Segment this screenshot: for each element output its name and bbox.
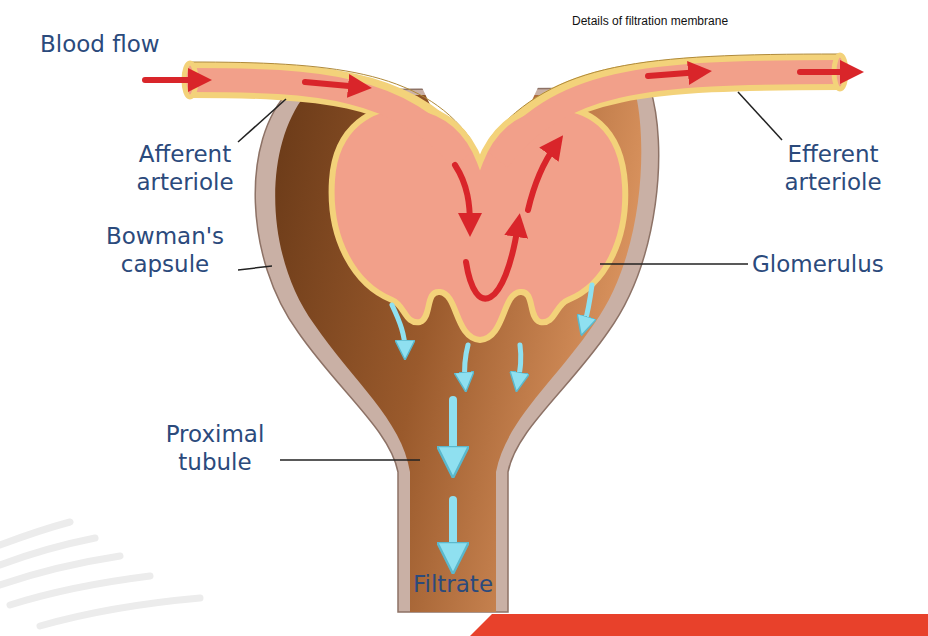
blood-flow-arrow — [145, 72, 852, 299]
part-label: Glomerulus — [752, 250, 922, 278]
footer-bar — [470, 614, 928, 636]
capsule-cavity — [275, 95, 641, 612]
leader-line — [238, 92, 782, 460]
part-label: Afferent arteriole — [100, 140, 270, 196]
part-label: Proximal tubule — [140, 420, 290, 476]
filtrate-arrow — [392, 285, 592, 382]
glomerulus-capillary — [332, 107, 626, 340]
part-label: Efferent arteriole — [748, 140, 918, 196]
output-label: Filtrate — [383, 570, 523, 598]
bowmans-capsule-outer — [255, 88, 658, 612]
part-label: Bowman's capsule — [80, 222, 250, 278]
flow-label: Blood flow — [40, 30, 190, 58]
filtrate-arrow — [449, 400, 457, 558]
diagram-title: Details of filtration membrane — [572, 14, 728, 29]
arteriole-lumen — [190, 72, 840, 160]
watermark-swoosh — [0, 522, 200, 626]
